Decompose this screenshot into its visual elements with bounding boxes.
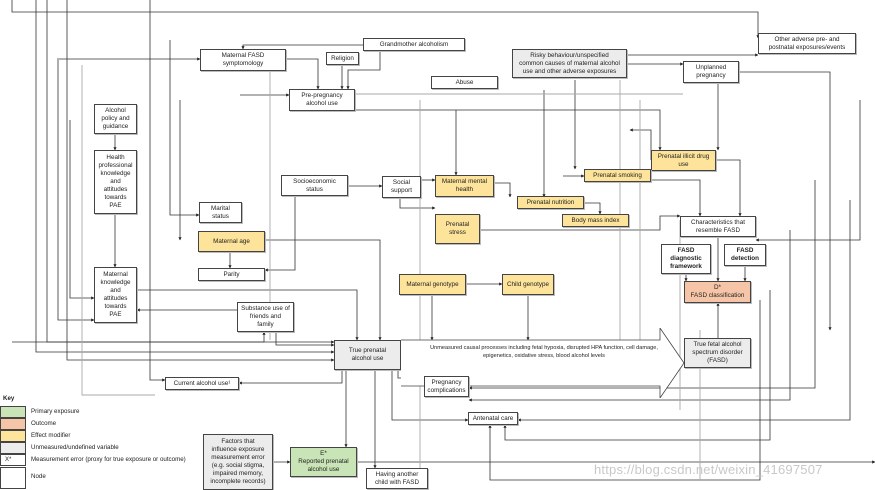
- node-maternal-genotype: Maternal genotype: [399, 274, 466, 295]
- legend-title: Key: [3, 395, 15, 402]
- node-parity: Parity: [198, 268, 265, 281]
- node-maternal-age: Maternal age: [198, 231, 265, 252]
- node-maternal-mental-health: Maternal mental health: [435, 175, 494, 197]
- node-religion: Religion: [326, 52, 359, 65]
- watermark: https://blog.csdn.net/weixin_41697507: [594, 462, 823, 477]
- legend-swatch: [0, 418, 26, 430]
- legend-swatch: [0, 406, 26, 418]
- node-fasd-classification: D* FASD classification: [684, 281, 751, 303]
- legend-item: Primary exposure: [0, 406, 200, 418]
- node-abuse: Abuse: [431, 76, 498, 89]
- legend-label: Node: [31, 473, 46, 480]
- node-substance-use-friends-family: Substance use of friends and family: [237, 302, 294, 332]
- node-body-mass-index: Body mass index: [562, 214, 629, 227]
- legend-label: Effect modifier: [31, 432, 71, 439]
- node-marital-status: Marital status: [199, 202, 242, 223]
- node-unmeasured-causal-processes: Unmeasured causal processes including fe…: [430, 345, 658, 359]
- node-prenatal-smoking: Prenatal smoking: [584, 169, 651, 182]
- legend-item: X* Measurement error (proxy for true expo…: [0, 454, 200, 466]
- node-fasd-diagnostic-framework: FASD diagnostic framework: [661, 244, 711, 274]
- legend-label: Primary exposure: [31, 408, 80, 415]
- legend-swatch: [0, 442, 26, 454]
- legend-label: Measurement error (proxy for true exposu…: [31, 456, 186, 463]
- legend-item: Unmeasured/undefined variable: [0, 442, 200, 454]
- node-grandmother-alcoholism: Grandmother alcoholism: [363, 38, 465, 51]
- node-health-professional-knowledge: Health professional knowledge and attitu…: [94, 150, 137, 214]
- node-fasd-detection: FASD detection: [724, 244, 766, 266]
- node-reported-prenatal-alcohol-use: E* Reported prenatal alcohol use: [290, 447, 357, 477]
- node-social-support: Social support: [382, 176, 421, 198]
- node-true-fasd: True fetal alcohol spectrum disorder (FA…: [684, 338, 751, 368]
- node-pre-pregnancy-alcohol-use: Pre-pregnancy alcohol use: [289, 89, 355, 111]
- legend-swatch: X*: [0, 454, 26, 466]
- node-maternal-knowledge: Maternal knowledge and attitudes towards…: [94, 267, 137, 323]
- node-having-another-child-fasd: Having another child with FASD: [366, 468, 428, 489]
- legend-item: Node: [0, 467, 200, 489]
- legend-swatch: [0, 467, 26, 489]
- node-other-adverse-exposures: Other adverse pre- and postnatal exposur…: [758, 33, 856, 54]
- node-risky-behaviour: Risky behaviour/unspecified common cause…: [512, 49, 627, 78]
- node-maternal-fasd-symptomology: Maternal FASD symptomology: [200, 49, 286, 71]
- node-alcohol-policy: Alcohol policy and guidance: [94, 104, 137, 134]
- node-current-alcohol-use: Current alcohol use¹: [165, 377, 239, 390]
- node-unplanned-pregnancy: Unplanned pregnancy: [683, 61, 739, 83]
- legend-label: Unmeasured/undefined variable: [31, 444, 119, 451]
- node-child-genotype: Child genotype: [502, 274, 554, 295]
- legend-swatch: [0, 430, 26, 442]
- node-prenatal-illicit-drug-use: Prenatal illicit drug use: [651, 150, 716, 171]
- node-pregnancy-complications: Pregnancy complications: [424, 376, 469, 397]
- node-prenatal-stress: Prenatal stress: [435, 214, 480, 244]
- legend-label: Outcome: [31, 420, 57, 427]
- legend-item: Effect modifier: [0, 430, 200, 442]
- node-antenatal-care: Antenatal care: [468, 412, 518, 425]
- node-factors-measurement-error: Factors that influence exposure measurem…: [203, 434, 273, 490]
- node-prenatal-nutrition: Prenatal nutrition: [517, 196, 584, 209]
- node-socioeconomic-status: Socioeconomic status: [281, 175, 348, 196]
- node-true-prenatal-alcohol-use: True prenatal alcohol use: [334, 340, 401, 370]
- node-characteristics-resemble-fasd: Characteristics that resemble FASD: [680, 216, 756, 237]
- legend-item: Outcome: [0, 418, 200, 430]
